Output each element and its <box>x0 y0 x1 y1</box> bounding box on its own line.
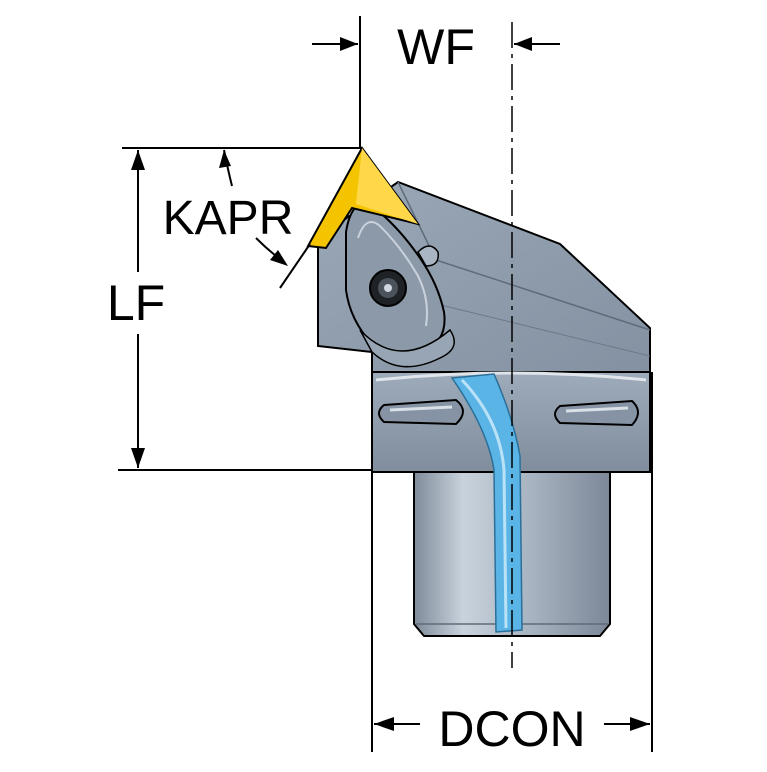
insert-clamp <box>345 202 455 368</box>
flange-highlight <box>375 371 647 382</box>
insert-face-highlight <box>356 148 418 224</box>
clamp-pin <box>417 245 439 267</box>
dimension-lf: LF <box>107 147 372 471</box>
coolant-channel <box>450 373 523 633</box>
head-edge-line <box>419 299 651 357</box>
lf-label: LF <box>107 275 165 331</box>
wf-label: WF <box>397 19 475 75</box>
dimension-kapr: KAPR <box>163 149 311 289</box>
head-edge-line <box>435 259 651 331</box>
dimension-wf: WF <box>312 16 560 148</box>
slot-right <box>554 399 639 427</box>
slot-left <box>378 398 464 426</box>
dimension-dcon: DCON <box>371 372 653 757</box>
dcon-label: DCON <box>438 701 585 757</box>
kapr-label: KAPR <box>163 192 294 245</box>
